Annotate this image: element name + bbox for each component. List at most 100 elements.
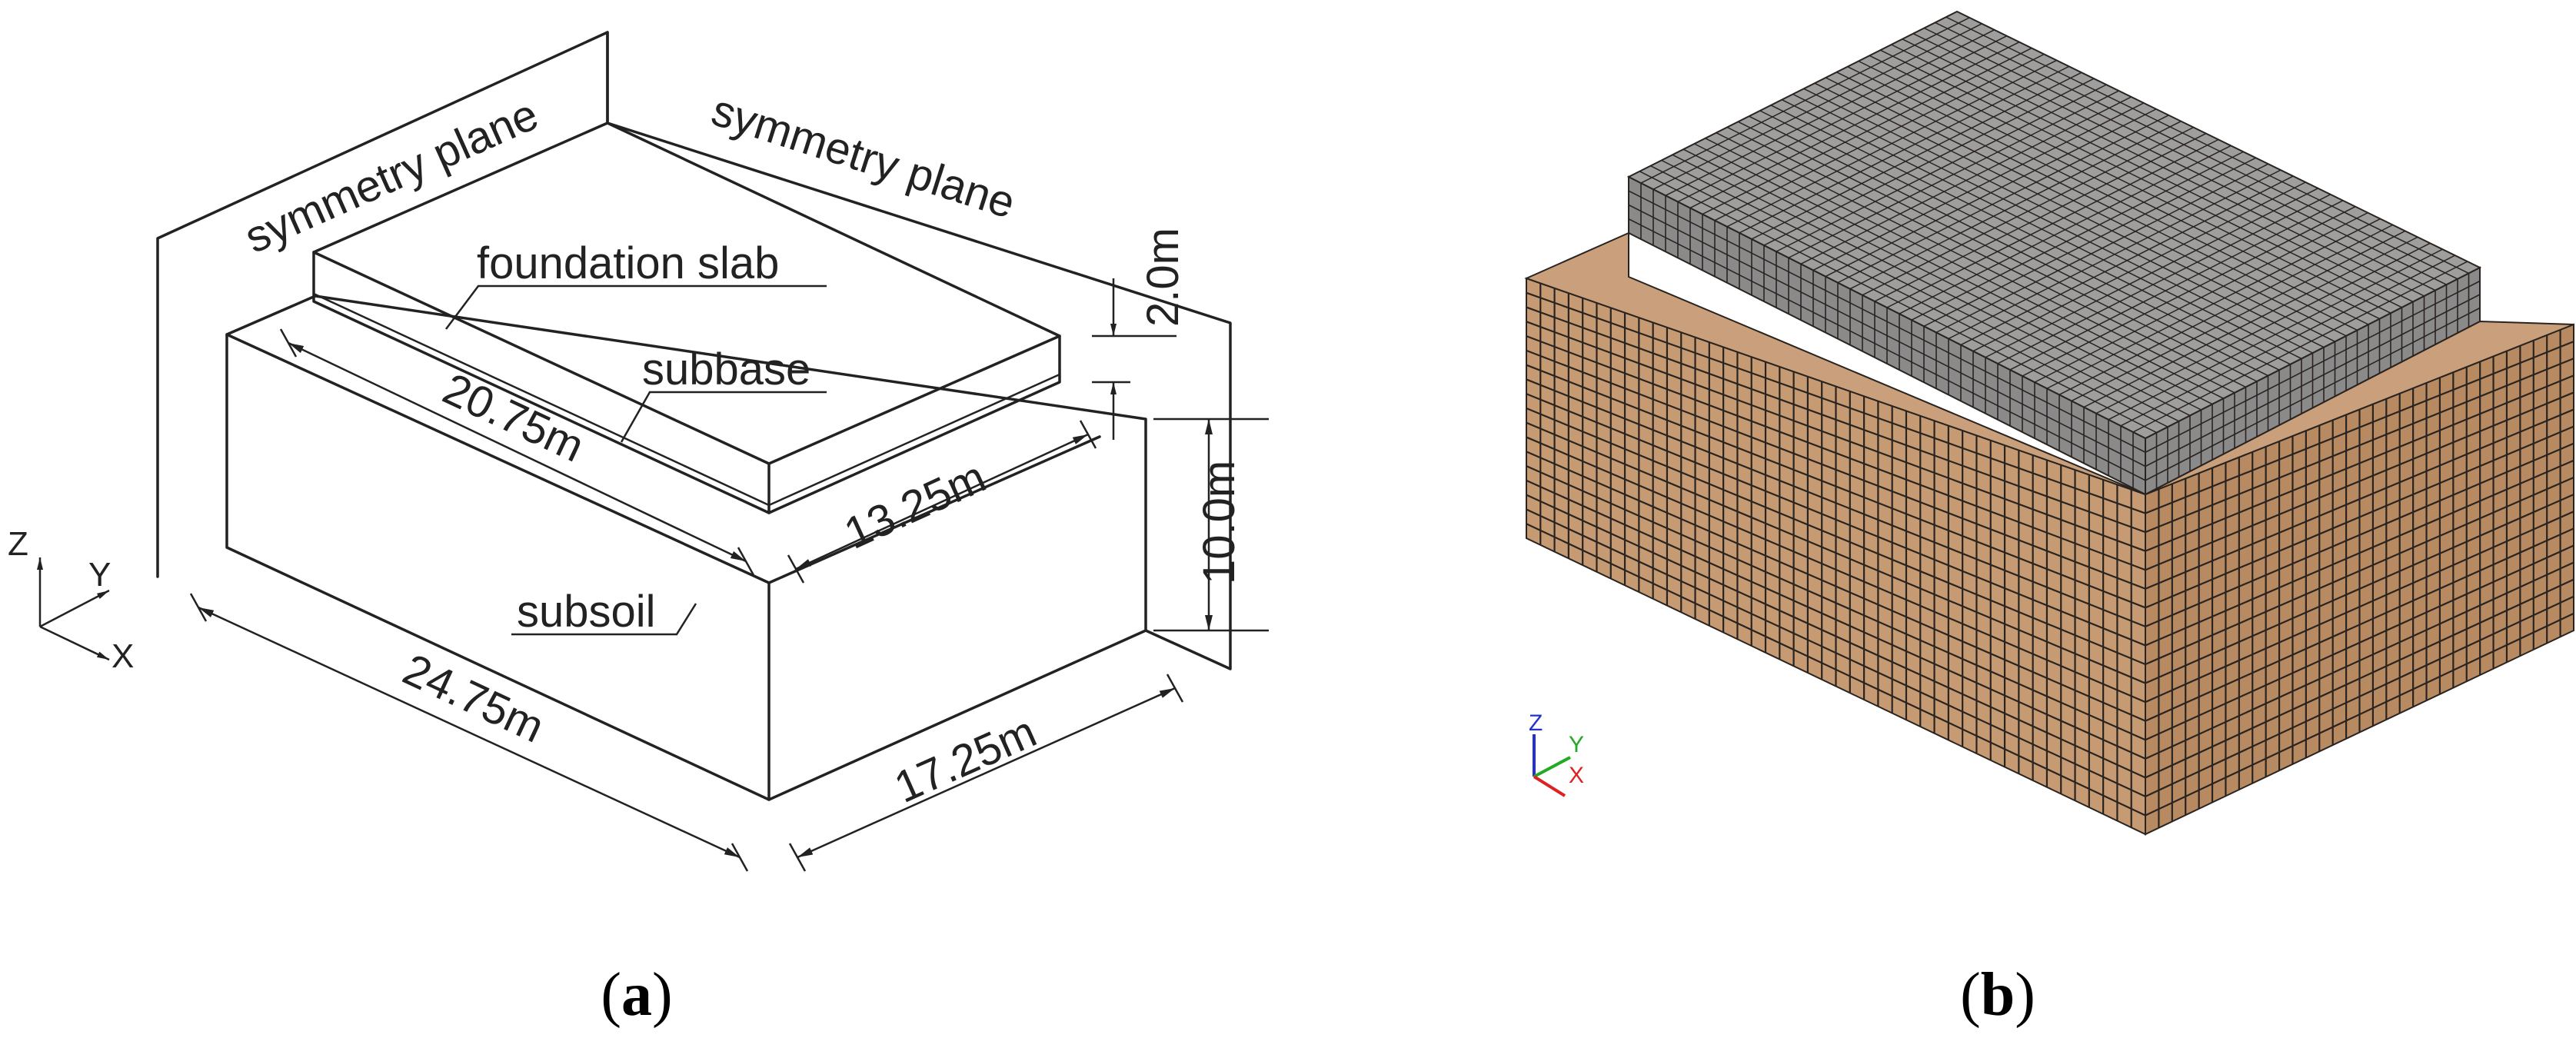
mesh-line: [1985, 188, 2318, 358]
dim-tick: [1166, 674, 1184, 703]
symmetry-plane-right: [606, 31, 1232, 670]
mesh-line: [1526, 494, 2146, 779]
mesh-line: [2034, 211, 2368, 383]
mesh-line: [1800, 96, 2132, 265]
axis-triad-b: Z Y X: [1529, 710, 1584, 797]
caption-b: (b): [1960, 961, 2035, 1029]
panel-b-mesh-model: Z Y X: [1524, 10, 2574, 836]
dim-line-soil-length: [198, 606, 741, 859]
mesh-line: [1714, 53, 2045, 221]
y-axis-label: Y: [88, 556, 111, 594]
z-axis-label: Z: [1529, 710, 1543, 736]
x-axis-line: [1533, 775, 1566, 797]
mesh-line: [1526, 451, 2146, 722]
x-axis-label: X: [111, 637, 134, 675]
dim-line-soil-width: [797, 687, 1176, 859]
mesh-line: [1689, 41, 2020, 209]
mesh-line: [1628, 204, 2146, 467]
mesh-line: [1899, 145, 2232, 314]
mesh-line: [1526, 508, 2146, 797]
mesh-line: [2145, 578, 2574, 779]
label-subbase: subbase: [642, 344, 810, 394]
caption-a: (a): [601, 961, 672, 1029]
mesh-line: [2145, 280, 2481, 453]
mesh-line: [2083, 236, 2418, 408]
mesh-line: [1972, 181, 2306, 352]
dim-text-slab-length: 20.75m: [436, 364, 592, 472]
mesh-line: [2145, 358, 2574, 534]
mesh-line: [1874, 132, 2207, 302]
mesh-line: [1526, 465, 2146, 741]
mesh-line: [1628, 190, 2146, 453]
mesh-line: [1886, 138, 2219, 308]
mesh-line: [1526, 306, 2146, 534]
y-axis-line: [39, 589, 110, 628]
mesh-line: [1837, 115, 2169, 284]
mesh-line: [2009, 200, 2344, 371]
mesh-line: [2071, 230, 2406, 402]
mesh-line: [2145, 561, 2574, 760]
mesh-line: [1526, 291, 2146, 514]
mesh-line: [2145, 391, 2574, 571]
mesh-line: [1935, 163, 2269, 334]
mesh-line: [2145, 341, 2574, 514]
mesh-line: [1628, 218, 2146, 481]
mesh-line: [2120, 255, 2455, 427]
label-foundation-slab: foundation slab: [477, 238, 779, 288]
dim-tick: [1079, 420, 1097, 449]
mesh-line: [2145, 527, 2574, 722]
mesh-line: [2145, 494, 2574, 684]
mesh-line: [1526, 421, 2146, 684]
dim-line-slab-width: [795, 433, 1089, 571]
z-axis-label: Z: [8, 525, 28, 563]
mesh-line: [2145, 511, 2574, 704]
mesh-line: [1526, 335, 2146, 571]
mesh-line: [2145, 425, 2574, 609]
mesh-line: [1751, 72, 2082, 240]
mesh-line: [1526, 479, 2146, 760]
mesh-line: [1923, 157, 2256, 327]
mesh-line: [2145, 374, 2574, 552]
slab-outline: [312, 121, 1061, 514]
mesh-line: [1776, 84, 2107, 252]
x-axis-label: X: [1569, 763, 1584, 788]
mesh-line: [1702, 47, 2032, 215]
mesh-line: [2058, 224, 2394, 396]
dim-text-soil-length: 24.75m: [396, 644, 552, 753]
leader-foundation: [445, 284, 827, 330]
symmetry-plane-left: [156, 31, 609, 578]
mesh-line: [1526, 393, 2146, 647]
mesh-line: [2022, 206, 2356, 377]
mesh-line: [1677, 35, 2008, 203]
axis-triad-a: Z Y X: [8, 525, 134, 675]
mesh-line: [2145, 595, 2574, 797]
mesh-line: [1960, 175, 2294, 346]
dim-text-slab-width: 13.25m: [837, 451, 993, 558]
mesh-line: [2145, 612, 2574, 817]
y-axis-line: [1533, 756, 1571, 778]
mesh-line: [1997, 194, 2331, 364]
mesh-line: [1763, 78, 2095, 246]
mesh-line: [1788, 90, 2119, 258]
mesh-line: [1911, 151, 2244, 321]
dim-text-soil-depth: 10.0m: [1194, 461, 1244, 584]
dim-tick: [787, 554, 805, 584]
mesh-line: [1652, 23, 1982, 190]
mesh-line: [2145, 294, 2481, 467]
mesh-line: [1739, 65, 2070, 234]
mesh-line: [2145, 408, 2574, 590]
mesh-lines: [1526, 16, 2574, 828]
label-symmetry-plane-right: symmetry plane: [706, 85, 1021, 228]
mesh-line: [2095, 242, 2431, 414]
dim-tick: [279, 328, 298, 358]
mesh-line: [1526, 321, 2146, 552]
dim-tick: [788, 843, 807, 872]
mesh-line: [1526, 349, 2146, 590]
dim-text-soil-width: 17.25m: [887, 707, 1043, 813]
mesh-line: [1526, 364, 2146, 609]
mesh-line: [1526, 523, 2146, 817]
dim-line-slab-length: [288, 341, 747, 563]
mesh-line: [1726, 59, 2057, 228]
y-axis-label: Y: [1569, 732, 1584, 757]
panel-a-schematic: symmetry plane symmetry plane foundation…: [8, 31, 1269, 872]
